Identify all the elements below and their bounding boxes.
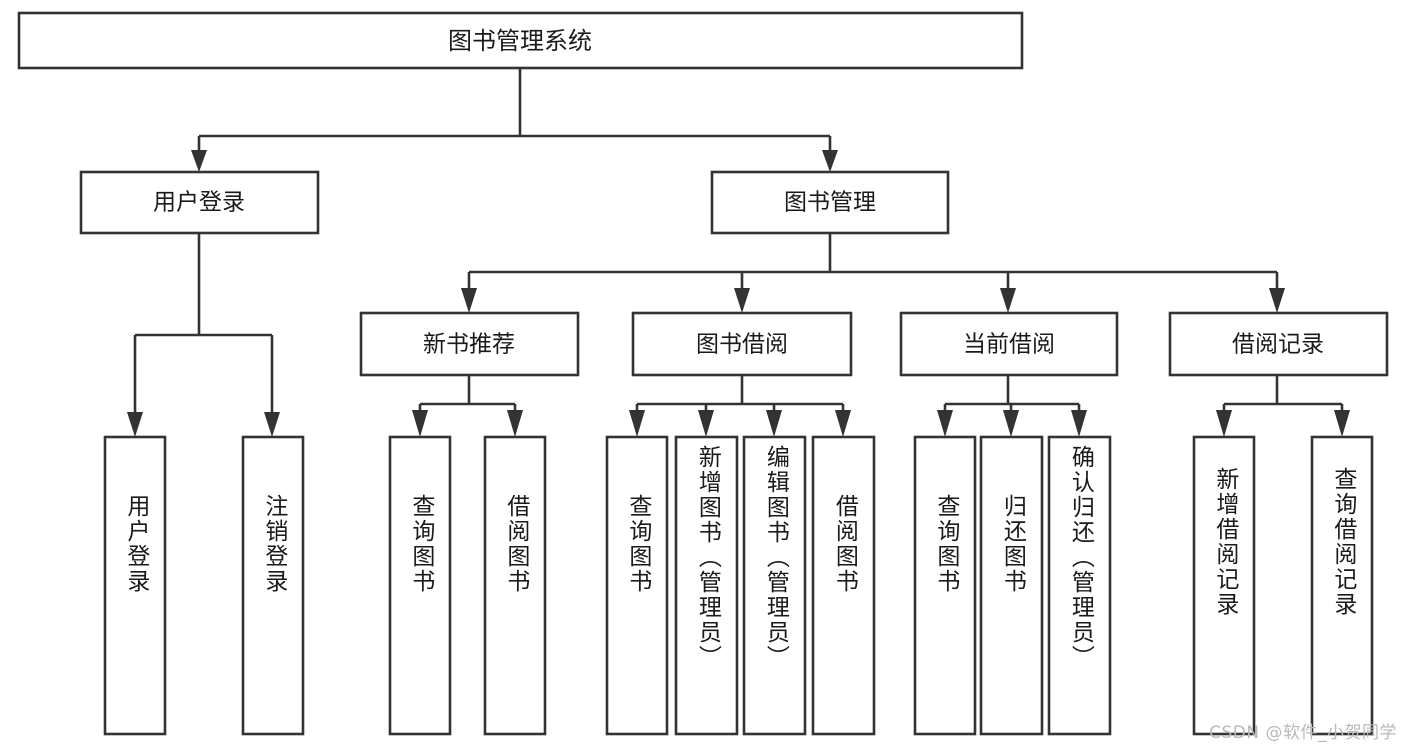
- node-label-user-login: 用户登录: [153, 190, 245, 216]
- node-new-book-recommend[interactable]: 新书推荐: [359, 311, 580, 377]
- leaf-box-borrow-borrow-book[interactable]: [811, 435, 876, 736]
- leaf-box-current-query-book[interactable]: [913, 435, 977, 736]
- node-label-current-borrow: 当前借阅: [963, 332, 1055, 358]
- leaf-box-record-add[interactable]: [1192, 435, 1256, 736]
- connector-recommend-to-leaves: [412, 375, 523, 437]
- node-label-book-management: 图书管理: [784, 190, 876, 216]
- leaf-box-recommend-query-book[interactable]: [388, 435, 452, 736]
- watermark: CSDN @软件_小贺同学: [1209, 723, 1397, 743]
- leaf-box-recommend-borrow-book[interactable]: [483, 435, 547, 736]
- connector-borrow-to-leaves: [629, 375, 851, 437]
- connector-root-to-level1: [191, 68, 838, 172]
- leaf-box-current-return-book[interactable]: [979, 435, 1044, 736]
- connector-current-to-leaves: [937, 375, 1087, 437]
- leaf-box-record-query[interactable]: [1310, 435, 1374, 736]
- connector-userlogin-to-leaves: [127, 233, 280, 437]
- leaf-box-user-login[interactable]: [103, 435, 167, 736]
- node-book-borrow[interactable]: 图书借阅: [631, 311, 853, 377]
- node-borrow-record[interactable]: 借阅记录: [1168, 311, 1389, 377]
- node-label-new-book-recommend: 新书推荐: [423, 332, 515, 358]
- node-book-management[interactable]: 图书管理: [710, 170, 950, 235]
- leaf-box-borrow-query-book[interactable]: [605, 435, 669, 736]
- leaf-box-borrow-add-book[interactable]: [674, 435, 739, 736]
- leaf-box-current-confirm-return[interactable]: [1047, 435, 1112, 736]
- node-current-borrow[interactable]: 当前借阅: [899, 311, 1119, 377]
- leaf-box-borrow-edit-book[interactable]: [742, 435, 807, 736]
- leaf-box-logout[interactable]: [241, 435, 305, 736]
- node-root-system[interactable]: 图书管理系统: [17, 11, 1024, 70]
- connector-record-to-leaves: [1216, 375, 1350, 437]
- node-user-login[interactable]: 用户登录: [79, 170, 320, 235]
- connector-bookmgmt-to-level2: [461, 233, 1285, 313]
- node-label-borrow-record: 借阅记录: [1232, 332, 1324, 358]
- node-label-root: 图书管理系统: [448, 27, 592, 55]
- node-label-book-borrow: 图书借阅: [696, 332, 788, 358]
